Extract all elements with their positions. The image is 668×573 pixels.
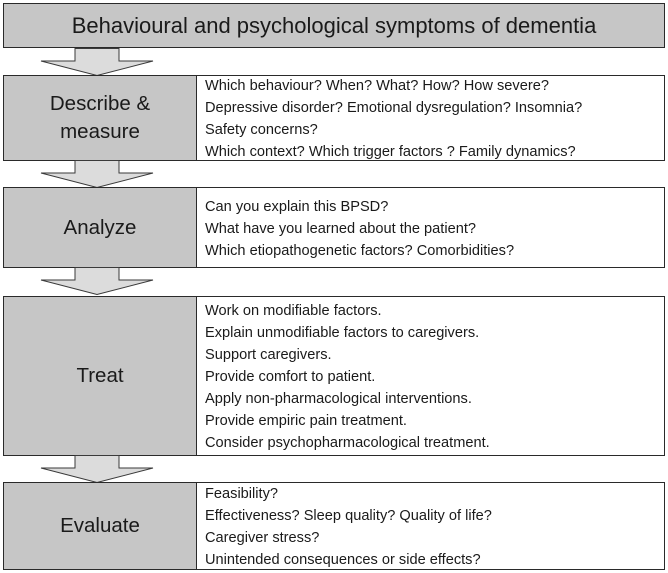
stage-item: Explain unmodifiable factors to caregive… — [205, 325, 480, 341]
diagram-title: Behavioural and psychological symptoms o… — [3, 3, 665, 48]
stage-label-evaluate: Evaluate — [3, 482, 197, 570]
stage-label-treat: Treat — [3, 296, 197, 456]
stage-item: Unintended consequences or side effects? — [205, 552, 481, 568]
stage-item: Safety concerns? — [205, 122, 318, 138]
stage-item: Effectiveness? Sleep quality? Quality of… — [205, 508, 492, 524]
stage-label-describe-measure: Describe & measure — [3, 75, 197, 161]
stage-item: Caregiver stress? — [205, 530, 320, 546]
stage-item: Depressive disorder? Emotional dysregula… — [205, 100, 583, 116]
stage-item: Which behaviour? When? What? How? How se… — [205, 78, 549, 94]
stage-label-text: Analyze — [63, 215, 137, 239]
down-arrow-icon — [40, 48, 154, 76]
stage-detail-evaluate: Feasibility? Effectiveness? Sleep qualit… — [196, 482, 665, 570]
stage-detail-treat: Work on modifiable factors. Explain unmo… — [196, 296, 665, 456]
down-arrow-icon — [40, 160, 154, 188]
stage-item: Provide empiric pain treatment. — [205, 413, 407, 429]
stage-label-analyze: Analyze — [3, 187, 197, 268]
stage-item: Provide comfort to patient. — [205, 369, 376, 385]
stage-item: Apply non-pharmacological interventions. — [205, 391, 472, 407]
stage-label-text: Treat — [76, 364, 124, 387]
stage-label-text: Describe & measure — [49, 92, 151, 143]
stage-detail-analyze: Can you explain this BPSD? What have you… — [196, 187, 665, 268]
stage-item: Support caregivers. — [205, 347, 332, 363]
stage-detail-describe-measure: Which behaviour? When? What? How? How se… — [196, 75, 665, 161]
stage-item: Work on modifiable factors. — [205, 303, 382, 319]
stage-item: Can you explain this BPSD? — [205, 198, 389, 215]
stage-item: Which etiopathogenetic factors? Comorbid… — [205, 242, 515, 259]
stage-item: Consider psychopharmacological treatment… — [205, 435, 490, 451]
stage-item: Feasibility? — [205, 486, 278, 502]
down-arrow-icon — [40, 455, 154, 483]
down-arrow-icon — [40, 267, 154, 295]
stage-item: What have you learned about the patient? — [205, 220, 476, 237]
stage-item: Which context? Which trigger factors ? F… — [205, 144, 576, 160]
stage-label-text: Evaluate — [60, 514, 140, 537]
